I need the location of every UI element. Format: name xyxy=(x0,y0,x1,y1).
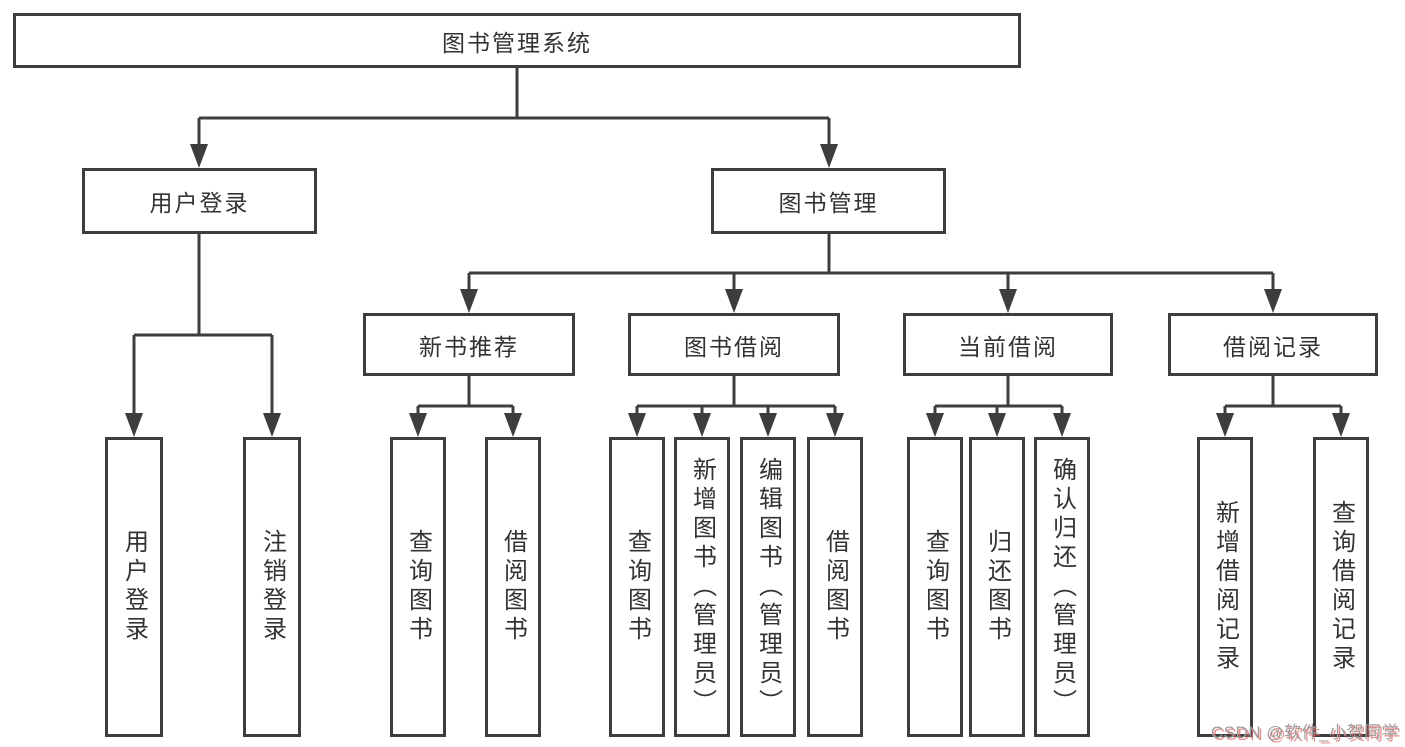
node-root-system: 图书管理系统 xyxy=(13,13,1021,68)
node-label: 注销登录 xyxy=(258,529,286,645)
node-label: 查询借阅记录 xyxy=(1327,500,1355,674)
node-label: 图书管理 xyxy=(778,190,879,216)
csdn-watermark: CSDN @软件_小贺同学 xyxy=(1210,723,1399,742)
node-label: 图书管理系统 xyxy=(442,29,592,56)
node-user-login: 用户登录 xyxy=(82,168,317,234)
node-current-borrow: 当前借阅 xyxy=(903,313,1113,376)
node-new-book-recommend: 新书推荐 xyxy=(363,313,575,376)
node-book-borrow: 图书借阅 xyxy=(628,313,840,376)
node-label: 查询图书 xyxy=(623,529,651,645)
node-label: 新增借阅记录 xyxy=(1211,500,1239,674)
node-book-management: 图书管理 xyxy=(711,168,946,234)
leaf-add-borrow-record: 新增借阅记录 xyxy=(1197,437,1253,737)
node-label: 借阅记录 xyxy=(1223,333,1323,360)
leaf-edit-books-admin: 编辑图书（管理员） xyxy=(740,437,796,737)
node-label: 查询图书 xyxy=(921,529,949,645)
node-label: 借阅图书 xyxy=(499,529,527,645)
node-label: 借阅图书 xyxy=(821,529,849,645)
node-label: 归还图书 xyxy=(983,529,1011,645)
leaf-borrow-books: 借阅图书 xyxy=(485,437,541,737)
leaf-add-books-admin: 新增图书（管理员） xyxy=(674,437,730,737)
node-label: 新书推荐 xyxy=(419,333,519,360)
node-label: 图书借阅 xyxy=(684,333,784,360)
arrowhead-icons xyxy=(125,144,1350,437)
node-label: 当前借阅 xyxy=(958,333,1058,360)
node-borrow-records: 借阅记录 xyxy=(1168,313,1378,376)
node-label: 新增图书（管理员） xyxy=(688,456,716,718)
leaf-query-books: 查询图书 xyxy=(609,437,665,737)
leaf-query-borrow-record: 查询借阅记录 xyxy=(1313,437,1369,737)
node-label: 确认归还（管理员） xyxy=(1048,456,1076,718)
leaf-return-books: 归还图书 xyxy=(969,437,1025,737)
leaf-confirm-return-admin: 确认归还（管理员） xyxy=(1034,437,1090,737)
node-label: 编辑图书（管理员） xyxy=(754,456,782,718)
node-label: 用户登录 xyxy=(149,190,250,216)
leaf-query-books: 查询图书 xyxy=(390,437,446,737)
leaf-user-login: 用户登录 xyxy=(105,437,163,737)
leaf-query-books: 查询图书 xyxy=(907,437,963,737)
node-label: 用户登录 xyxy=(120,529,148,645)
leaf-borrow-books: 借阅图书 xyxy=(807,437,863,737)
leaf-logout: 注销登录 xyxy=(243,437,301,737)
node-label: 查询图书 xyxy=(404,529,432,645)
